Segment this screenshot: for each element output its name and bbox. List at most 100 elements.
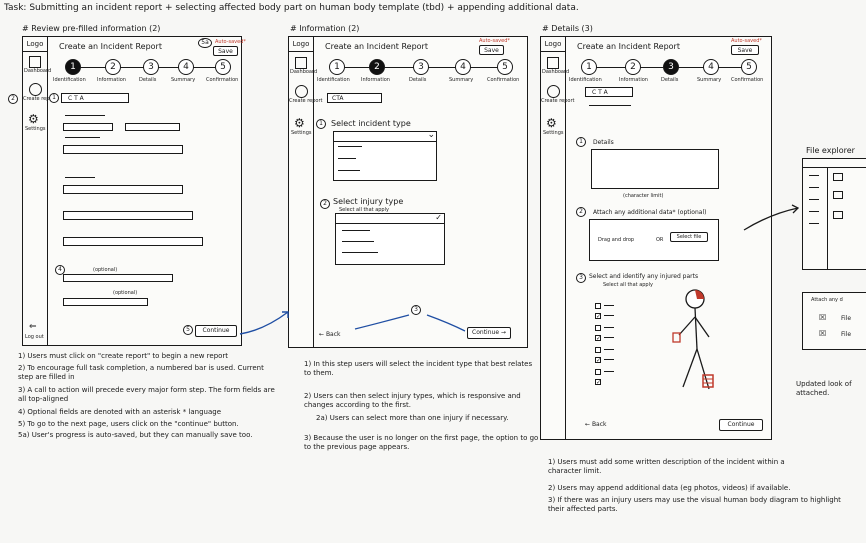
option[interactable] <box>338 170 360 174</box>
file-thumbnail[interactable] <box>833 173 843 181</box>
callout-2: 2 <box>320 199 330 209</box>
file-row[interactable] <box>809 187 819 191</box>
cta-text: C T A <box>68 95 84 102</box>
attached-files-panel: Attach any d ☒ File ☒ File <box>802 292 866 350</box>
field-3[interactable] <box>63 145 183 154</box>
save-button[interactable]: Save <box>479 45 504 55</box>
save-button[interactable]: Save <box>213 46 238 56</box>
body-part-label <box>604 371 614 375</box>
step-label-5: Confirmation <box>206 77 239 83</box>
cta-text: CTA <box>332 95 344 102</box>
attach-label: Attach any additional data* (optional) <box>593 209 707 216</box>
continue-button[interactable]: Continue → <box>467 327 511 339</box>
body-part-checkbox[interactable]: ✓ <box>595 335 602 342</box>
gear-icon[interactable]: ⚙ <box>28 112 39 126</box>
callout-1: 1 <box>316 119 326 129</box>
injury-type-dropdown[interactable]: ✓ <box>335 213 445 265</box>
body-part-checkbox[interactable]: ✓ <box>595 379 602 386</box>
optional-field-1[interactable] <box>63 274 173 282</box>
option[interactable] <box>338 158 356 162</box>
select-type-label: Select incident type <box>331 119 411 128</box>
dashboard-icon[interactable] <box>547 57 559 69</box>
select-all-hint: Select all that apply <box>339 207 389 213</box>
screen3-note-2: 2) Users may append additional data (eg … <box>548 484 791 492</box>
gear-icon[interactable]: ⚙ <box>294 116 305 130</box>
step-2: 2 <box>105 59 121 75</box>
step-label-1: Identification <box>569 77 602 83</box>
create-report-label: Create report <box>23 96 57 102</box>
gear-icon[interactable]: ⚙ <box>546 116 557 130</box>
settings-label: Settings <box>543 130 564 136</box>
body-part-checkbox[interactable] <box>595 303 601 309</box>
step-label-4: Summary <box>697 77 722 83</box>
select-file-button[interactable]: Select file <box>670 232 708 242</box>
body-part-checkbox[interactable] <box>595 325 601 331</box>
continue-button[interactable]: Continue <box>719 419 763 431</box>
settings-label: Settings <box>291 130 312 136</box>
file-explorer-title: File explorer <box>806 146 855 155</box>
logo: Logo <box>23 37 47 52</box>
step-2: 2 <box>625 59 641 75</box>
field-4[interactable] <box>63 185 183 194</box>
step-5: 5 <box>741 59 757 75</box>
details-textarea[interactable] <box>591 149 719 189</box>
field-2[interactable] <box>125 123 180 131</box>
body-part-checkbox[interactable]: ✓ <box>595 313 602 320</box>
back-link[interactable]: ← Back <box>319 331 341 338</box>
file-row[interactable] <box>809 211 819 215</box>
file-row[interactable] <box>809 223 819 227</box>
page-title: Create an Incident Report <box>577 42 680 51</box>
field-1[interactable] <box>63 123 113 131</box>
field-6[interactable] <box>63 237 203 246</box>
settings-label: Settings <box>25 126 46 132</box>
continue-label: Continue <box>472 329 500 336</box>
create-report-icon[interactable] <box>295 85 308 98</box>
optional-field-2[interactable] <box>63 298 148 306</box>
cta-box: CTA <box>327 93 382 103</box>
file-thumbnail[interactable] <box>833 211 843 219</box>
step-2: 2 <box>369 59 385 75</box>
option[interactable] <box>338 146 362 150</box>
screen2-note-4: 3) Because the user is no longer on the … <box>304 434 539 451</box>
option[interactable] <box>342 241 374 245</box>
autosaved-label: Auto-saved* <box>731 38 762 44</box>
option[interactable] <box>342 230 370 234</box>
continue-button[interactable]: Continue <box>195 325 237 337</box>
upload-dropzone[interactable]: Drag and drop OR Select file <box>589 219 719 261</box>
callout-1: 1 <box>576 137 586 147</box>
step-label-5: Confirmation <box>731 77 764 83</box>
dashboard-icon[interactable] <box>29 56 41 68</box>
dropdown-header[interactable] <box>334 132 436 142</box>
screen1-note-3: 3) A call to action will precede every m… <box>18 386 275 403</box>
or-text: OR <box>656 237 664 243</box>
human-body-diagram[interactable] <box>659 287 729 397</box>
screen1-note-4: 4) Optional fields are denoted with an a… <box>18 408 222 416</box>
create-report-icon[interactable] <box>29 83 42 96</box>
step-label-2: Information <box>361 77 390 83</box>
create-report-icon[interactable] <box>547 85 560 98</box>
field-5[interactable] <box>63 211 193 220</box>
dashboard-icon[interactable] <box>295 57 307 69</box>
body-part-checkbox[interactable] <box>595 369 601 375</box>
check-icon[interactable]: ✓ <box>435 213 442 222</box>
drag-text: Drag and drop <box>598 237 635 243</box>
file-row[interactable] <box>809 175 819 179</box>
body-part-checkbox[interactable]: ✓ <box>595 357 602 364</box>
incident-type-dropdown[interactable]: ⌄ <box>333 130 437 181</box>
body-part-checkbox[interactable] <box>595 347 601 353</box>
text-placeholder <box>589 105 631 109</box>
back-link[interactable]: ← Back <box>585 421 607 428</box>
explorer-note: Updated look of attached. <box>796 380 852 397</box>
step-4: 4 <box>703 59 719 75</box>
cta-box: C T A <box>585 87 633 97</box>
option[interactable] <box>342 252 378 256</box>
screen3-frame: Logo Dashboard Create report ⚙ Settings … <box>540 36 772 440</box>
file-row[interactable] <box>809 199 819 203</box>
logout-icon[interactable]: ⇐ <box>29 322 37 332</box>
select-all-hint: Select all that apply <box>603 282 653 288</box>
file-thumbnail[interactable] <box>833 191 843 199</box>
attach-title: Attach any d <box>811 297 843 303</box>
save-button[interactable]: Save <box>731 45 759 55</box>
dropdown-header[interactable] <box>336 214 444 224</box>
chevron-down-icon[interactable]: ⌄ <box>427 130 435 140</box>
